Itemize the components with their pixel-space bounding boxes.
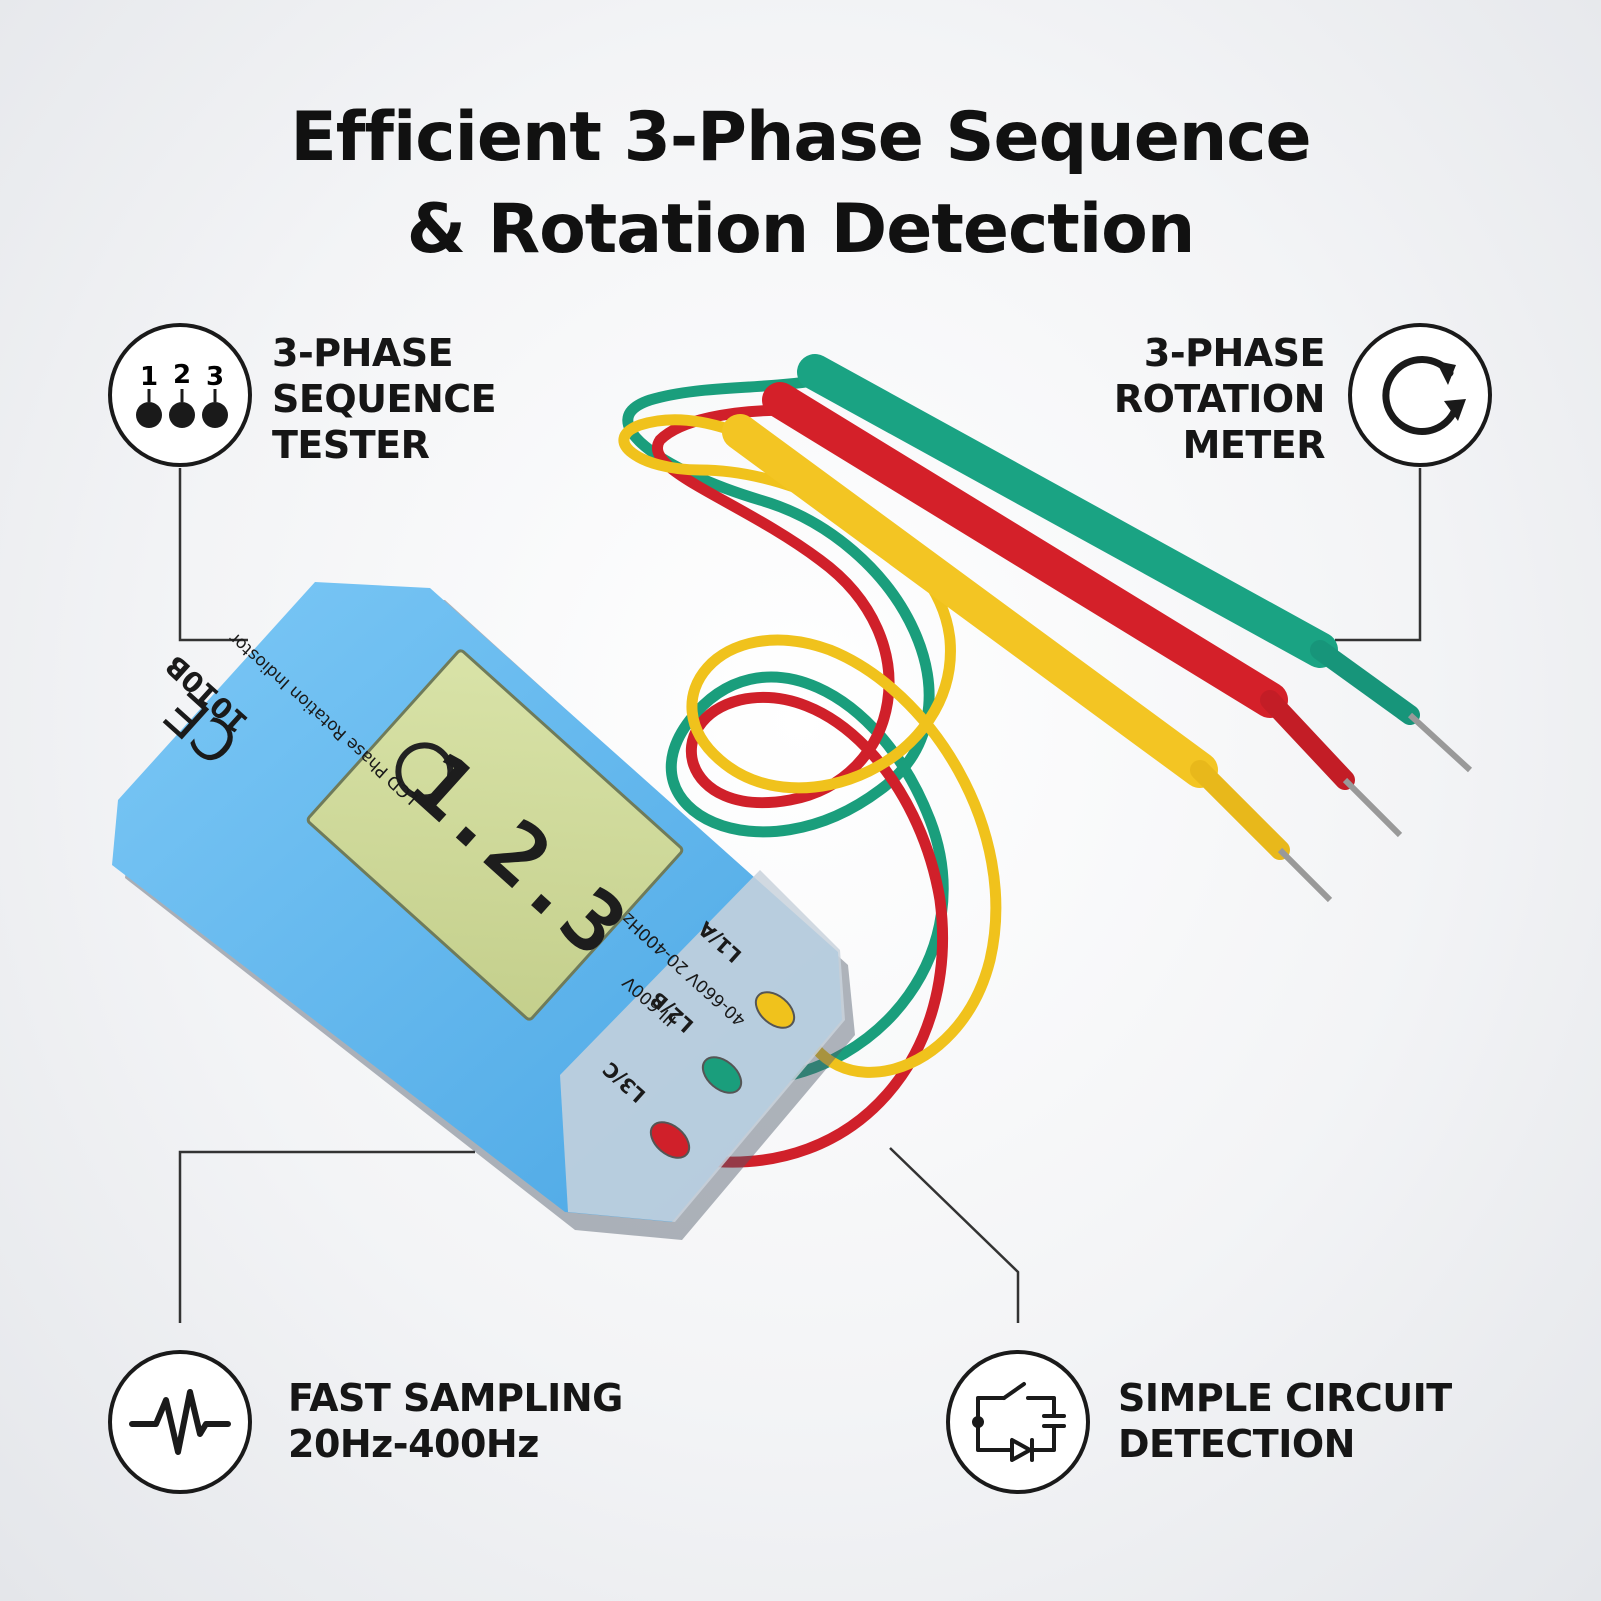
page-title: Efficient 3-Phase Sequence & Rotation De…: [0, 92, 1601, 276]
rotation-arrows-icon: [1382, 356, 1466, 435]
sequence-line-1: 3-PHASE: [272, 331, 454, 375]
sampling-icon-circle: [108, 1350, 252, 1494]
rotation-line-1: 3-PHASE: [1143, 331, 1326, 375]
icon-number-1: 1: [140, 362, 158, 392]
probe-yellow: [722, 414, 1333, 903]
probe-red: [762, 382, 1403, 838]
three-phase-dots-icon: 1 2 3: [136, 360, 228, 428]
waveform-icon: [129, 1389, 231, 1455]
title-line-2: & Rotation Detection: [406, 190, 1196, 269]
circuit-line-2: DETECTION: [1118, 1422, 1355, 1466]
lcd-rotation-icon: [395, 742, 454, 801]
sequence-icon-circle: 1 2 3: [108, 323, 252, 467]
circuit-icon-circle: [946, 1350, 1090, 1494]
rotation-line-2: ROTATION: [1113, 377, 1326, 421]
feature-sampling-text: FAST SAMPLING 20Hz-400Hz: [288, 1375, 623, 1467]
socket-l1: [754, 991, 796, 1029]
sequence-line-3: TESTER: [272, 423, 430, 467]
rotation-icon-circle: [1348, 323, 1492, 467]
tester-device: 1.2.3 1010B LCD Phase Rotation Indiostor…: [112, 582, 855, 1240]
sampling-line-2: 20Hz-400Hz: [288, 1422, 539, 1466]
lcd-screen: [306, 649, 684, 1021]
icon-number-2: 2: [173, 360, 191, 390]
feature-circuit-text: SIMPLE CIRCUIT DETECTION: [1118, 1375, 1452, 1467]
circuit-line-1: SIMPLE CIRCUIT: [1118, 1376, 1452, 1420]
sampling-line-1: FAST SAMPLING: [288, 1376, 623, 1420]
yellow-wire: [618, 414, 1002, 1078]
feature-sequence-text: 3-PHASE SEQUENCE TESTER: [272, 330, 497, 468]
green-wire: [622, 374, 949, 1086]
rotation-line-3: METER: [1182, 423, 1326, 467]
terminal-cover: [560, 870, 845, 1222]
sequence-line-2: SEQUENCE: [272, 377, 497, 421]
test-lead-wires: [618, 374, 1002, 1168]
title-line-1: Efficient 3-Phase Sequence: [290, 98, 1311, 177]
callout-lines: [178, 468, 1422, 1323]
probe-green: [797, 354, 1473, 773]
circuit-switch-icon: [972, 1382, 1066, 1462]
socket-l2: [701, 1056, 743, 1094]
socket-l3: [649, 1121, 691, 1159]
feature-rotation-text: 3-PHASE ROTATION METER: [1080, 330, 1326, 468]
icon-number-3: 3: [206, 362, 224, 392]
